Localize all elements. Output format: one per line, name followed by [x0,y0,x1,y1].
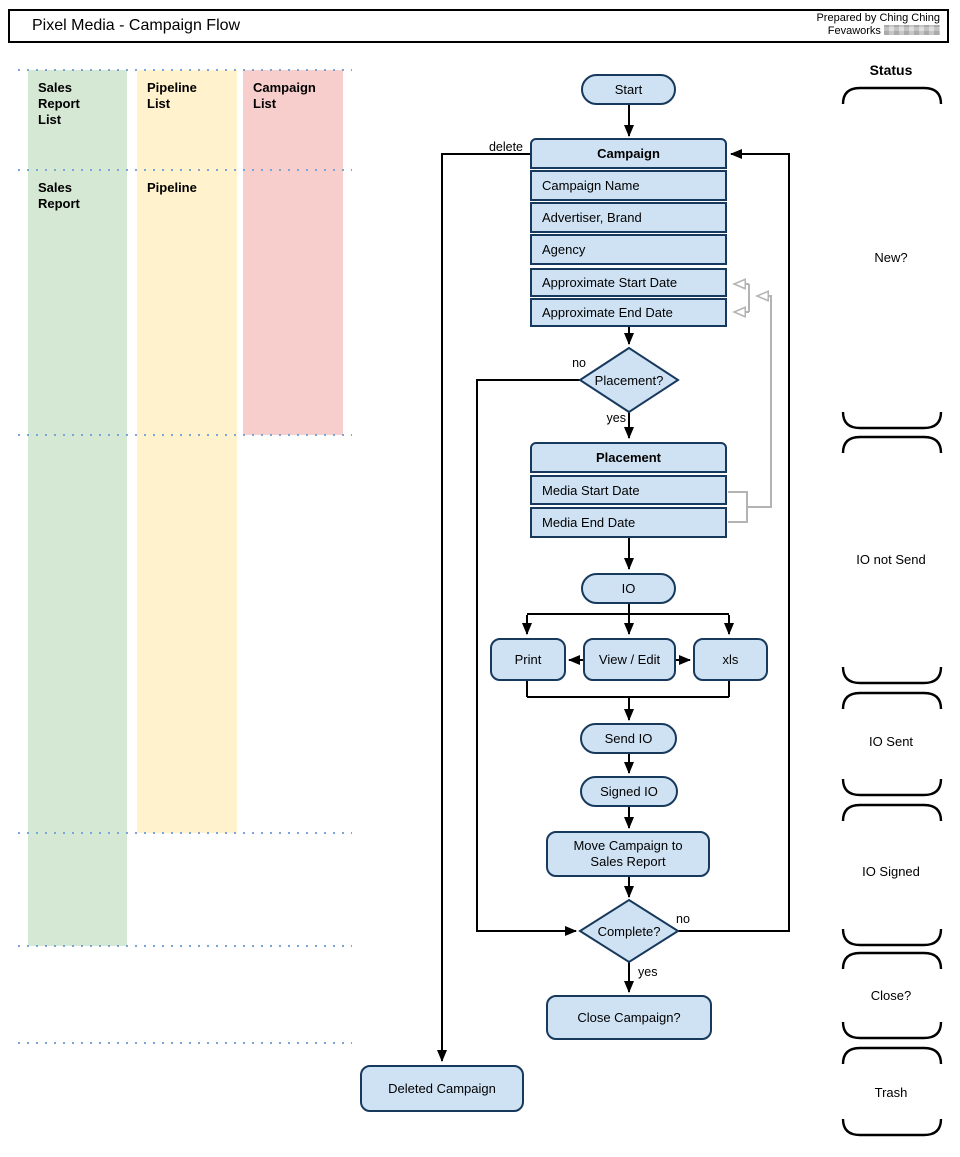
lane-pipeline-list-label: Pipeline List [147,80,197,111]
status-bracket-new-bottom [841,411,943,430]
campaign-field-advertiser-brand: Advertiser, Brand [530,202,727,233]
node-close-campaign: Close Campaign? [546,995,712,1040]
edge-media-dates-bracket [728,491,748,523]
node-complete-decision-label: Complete? [597,924,661,939]
node-send-io: Send IO [580,723,677,754]
lane-campaign-list: Campaign List [243,70,343,435]
status-label-trash: Trash [874,1085,908,1100]
status-bracket-close-bottom [841,1021,943,1040]
node-print: Print [490,638,566,681]
status-label-new: New? [874,250,908,265]
edge-merge [526,681,730,698]
edge-delete-to-deleted [437,153,530,1062]
prepared-by-block: Prepared by Ching Ching Fevaworks [816,12,940,38]
campaign-field-approx-start-date: Approximate Start Date [530,268,727,297]
prepared-by-line: Prepared by Ching Ching [816,12,940,24]
edge-placement-no-to-complete [476,379,581,936]
lane-sales-report-list: Sales Report List [28,70,127,946]
dotted-divider-1 [18,69,352,71]
status-bracket-trash-bottom [841,1118,943,1137]
complete-decision-shape [578,898,680,964]
placement-field-media-end-date: Media End Date [530,507,727,538]
status-bracket-close-top [841,951,943,970]
lane-pipeline-list: Pipeline List [137,70,237,833]
dotted-divider-3 [18,434,352,436]
campaign-field-approx-end-date: Approximate End Date [530,298,727,327]
header-box: Pixel Media - Campaign Flow Prepared by … [8,9,949,43]
dotted-divider-6 [18,1042,352,1044]
placement-field-media-start-date: Media Start Date [530,475,727,505]
lane-sales-report-list-label: Sales Report List [38,80,80,127]
edge-label-placement-no: no [572,356,586,370]
node-io: IO [581,573,676,604]
placement-decision-shape [578,346,680,414]
dotted-divider-5 [18,945,352,947]
status-bracket-new-top [841,86,943,105]
status-bracket-iosent-bottom [841,778,943,797]
node-start: Start [581,74,676,105]
status-label-io-sent: IO Sent [868,734,914,749]
edge-label-complete-yes: yes [638,965,658,979]
redacted-text-block [884,25,940,35]
node-placement-decision-label: Placement? [594,373,664,388]
sublane-sales-report-label: Sales Report [38,180,80,211]
status-bracket-trash-top [841,1046,943,1065]
status-bracket-iosent-top [841,691,943,710]
status-bracket-iosigned-top [841,803,943,822]
node-xls: xls [693,638,768,681]
status-label-io-not-send: IO not Send [856,552,926,567]
page-title: Pixel Media - Campaign Flow [32,17,241,34]
status-bracket-iosigned-bottom [841,928,943,947]
edge-io-split [527,604,729,615]
status-column-title: Status [869,62,913,78]
edge-label-complete-no: no [676,912,690,926]
dotted-divider-2 [18,169,352,171]
node-campaign-header: Campaign [530,138,727,169]
node-deleted-campaign: Deleted Campaign [360,1065,524,1112]
campaign-field-name: Campaign Name [530,170,727,201]
status-bracket-ionotsend-bottom [841,666,943,685]
edge-dates-feedback-main [747,296,772,508]
dotted-divider-4 [18,832,352,834]
status-bracket-ionotsend-top [841,435,943,454]
node-signed-io: Signed IO [580,776,678,807]
prepared-company-line: Fevaworks [816,25,940,38]
node-placement-header: Placement [530,442,727,473]
node-move-to-sales-report: Move Campaign to Sales Report [546,831,710,877]
lane-campaign-list-label: Campaign List [253,80,316,111]
prepared-company: Fevaworks [827,25,881,37]
edge-complete-no-loop [677,149,790,932]
sublane-pipeline-label: Pipeline [147,180,197,195]
status-label-io-signed: IO Signed [862,864,920,879]
edge-label-delete: delete [488,140,523,154]
edge-label-placement-yes: yes [606,411,626,425]
status-label-close: Close? [870,988,912,1003]
node-view-edit: View / Edit [583,638,676,681]
campaign-field-agency: Agency [530,234,727,265]
